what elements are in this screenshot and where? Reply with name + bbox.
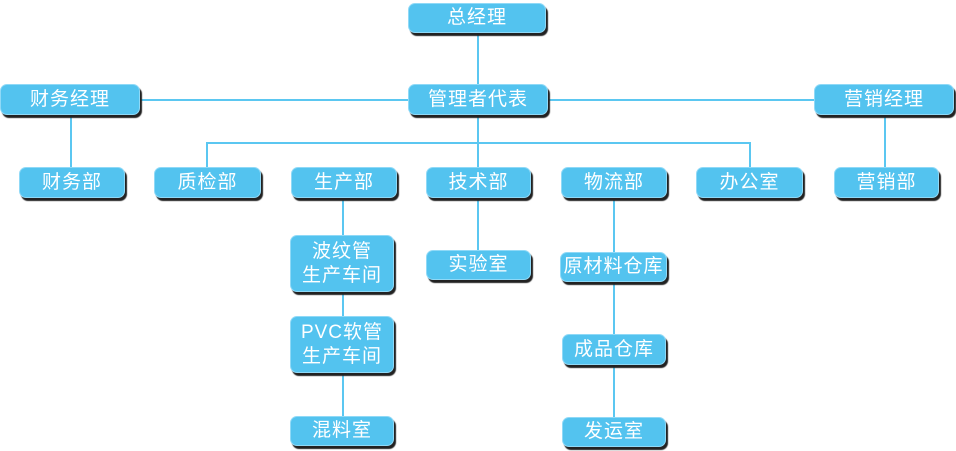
connector-finished-to-shipping [613, 365, 615, 417]
org-node-production-dept: 生产部 [291, 167, 397, 198]
org-node-corrugated-pipe-workshop: 波纹管 生产车间 [290, 235, 394, 292]
connector-rep-down [477, 115, 479, 167]
org-node-shipping-room: 发运室 [562, 417, 666, 447]
org-node-general-manager: 总经理 [408, 3, 546, 33]
org-node-technical-dept: 技术部 [426, 167, 531, 198]
org-node-marketing-dept: 营销部 [834, 167, 939, 198]
org-node-marketing-manager: 营销经理 [814, 84, 954, 115]
org-node-logistics-dept: 物流部 [561, 167, 667, 198]
connector-logistics-to-rawmat [613, 197, 615, 252]
connector-finance-mgr-to-rep [140, 99, 408, 101]
org-node-mixing-room: 混料室 [290, 416, 394, 446]
connector-finance-mgr-to-dept [70, 115, 72, 167]
org-node-finished-goods-warehouse: 成品仓库 [562, 334, 666, 365]
connector-technical-to-lab [477, 197, 479, 250]
connector-pvc-to-mixing [342, 373, 344, 416]
org-node-office: 办公室 [696, 167, 803, 198]
org-node-finance-dept: 财务部 [19, 167, 125, 198]
org-node-quality-inspection-dept: 质检部 [154, 167, 261, 198]
connector-gm-to-rep [477, 33, 479, 84]
connector-production-to-corrugated [342, 197, 344, 235]
connector-marketing-mgr-to-dept [884, 115, 886, 167]
connector-drop-office [749, 142, 751, 167]
connector-drop-quality [206, 142, 208, 167]
connector-corrugated-to-pvc [342, 292, 344, 316]
connector-rep-to-marketing-mgr [548, 99, 814, 101]
org-node-raw-material-warehouse: 原材料仓库 [560, 252, 667, 282]
connector-distribution-line [206, 142, 750, 144]
org-node-management-representative: 管理者代表 [408, 84, 548, 115]
connector-rawmat-to-finished [613, 282, 615, 334]
org-node-laboratory: 实验室 [426, 250, 531, 280]
org-node-finance-manager: 财务经理 [0, 84, 140, 115]
org-node-pvc-hose-workshop: PVC软管 生产车间 [290, 316, 394, 373]
